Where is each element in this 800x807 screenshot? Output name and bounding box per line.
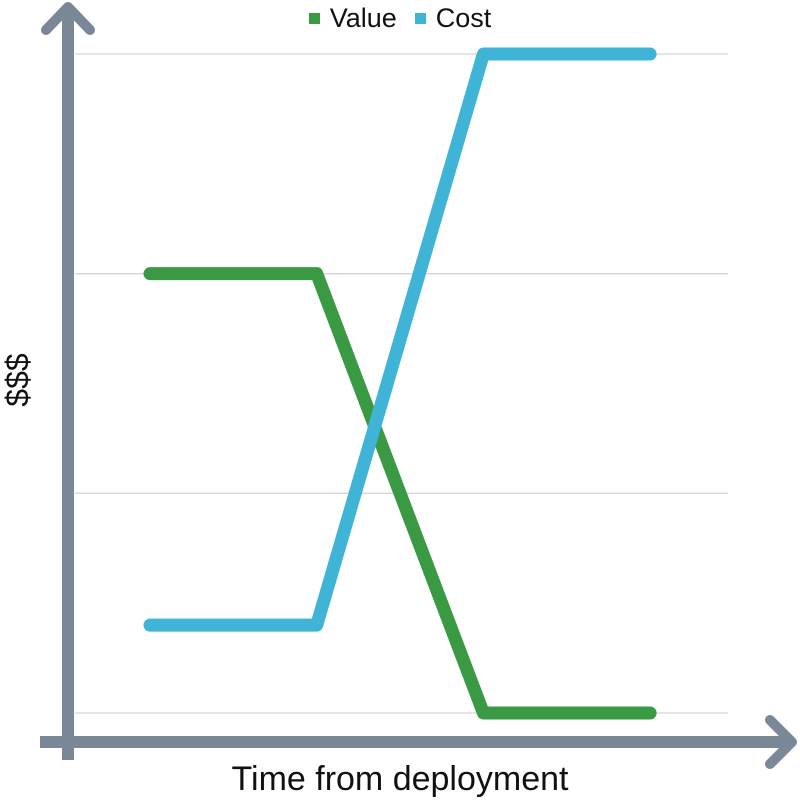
legend-swatch-value: [308, 13, 320, 24]
legend-label-cost: Cost: [435, 3, 492, 33]
series-line-cost: [143, 47, 657, 632]
series-line-value: [143, 267, 657, 720]
x-axis-arrow: [765, 715, 797, 769]
y-axis-arrow: [41, 2, 95, 35]
x-axis-label: Time from deployment: [231, 760, 569, 798]
legend-swatch-cost: [414, 13, 426, 24]
y-axis-label: $$$: [0, 353, 36, 407]
legend-item-value: Value: [308, 3, 397, 34]
legend-label-value: Value: [329, 3, 397, 33]
legend-item-cost: Cost: [414, 3, 492, 34]
legend: Value Cost: [0, 3, 800, 34]
